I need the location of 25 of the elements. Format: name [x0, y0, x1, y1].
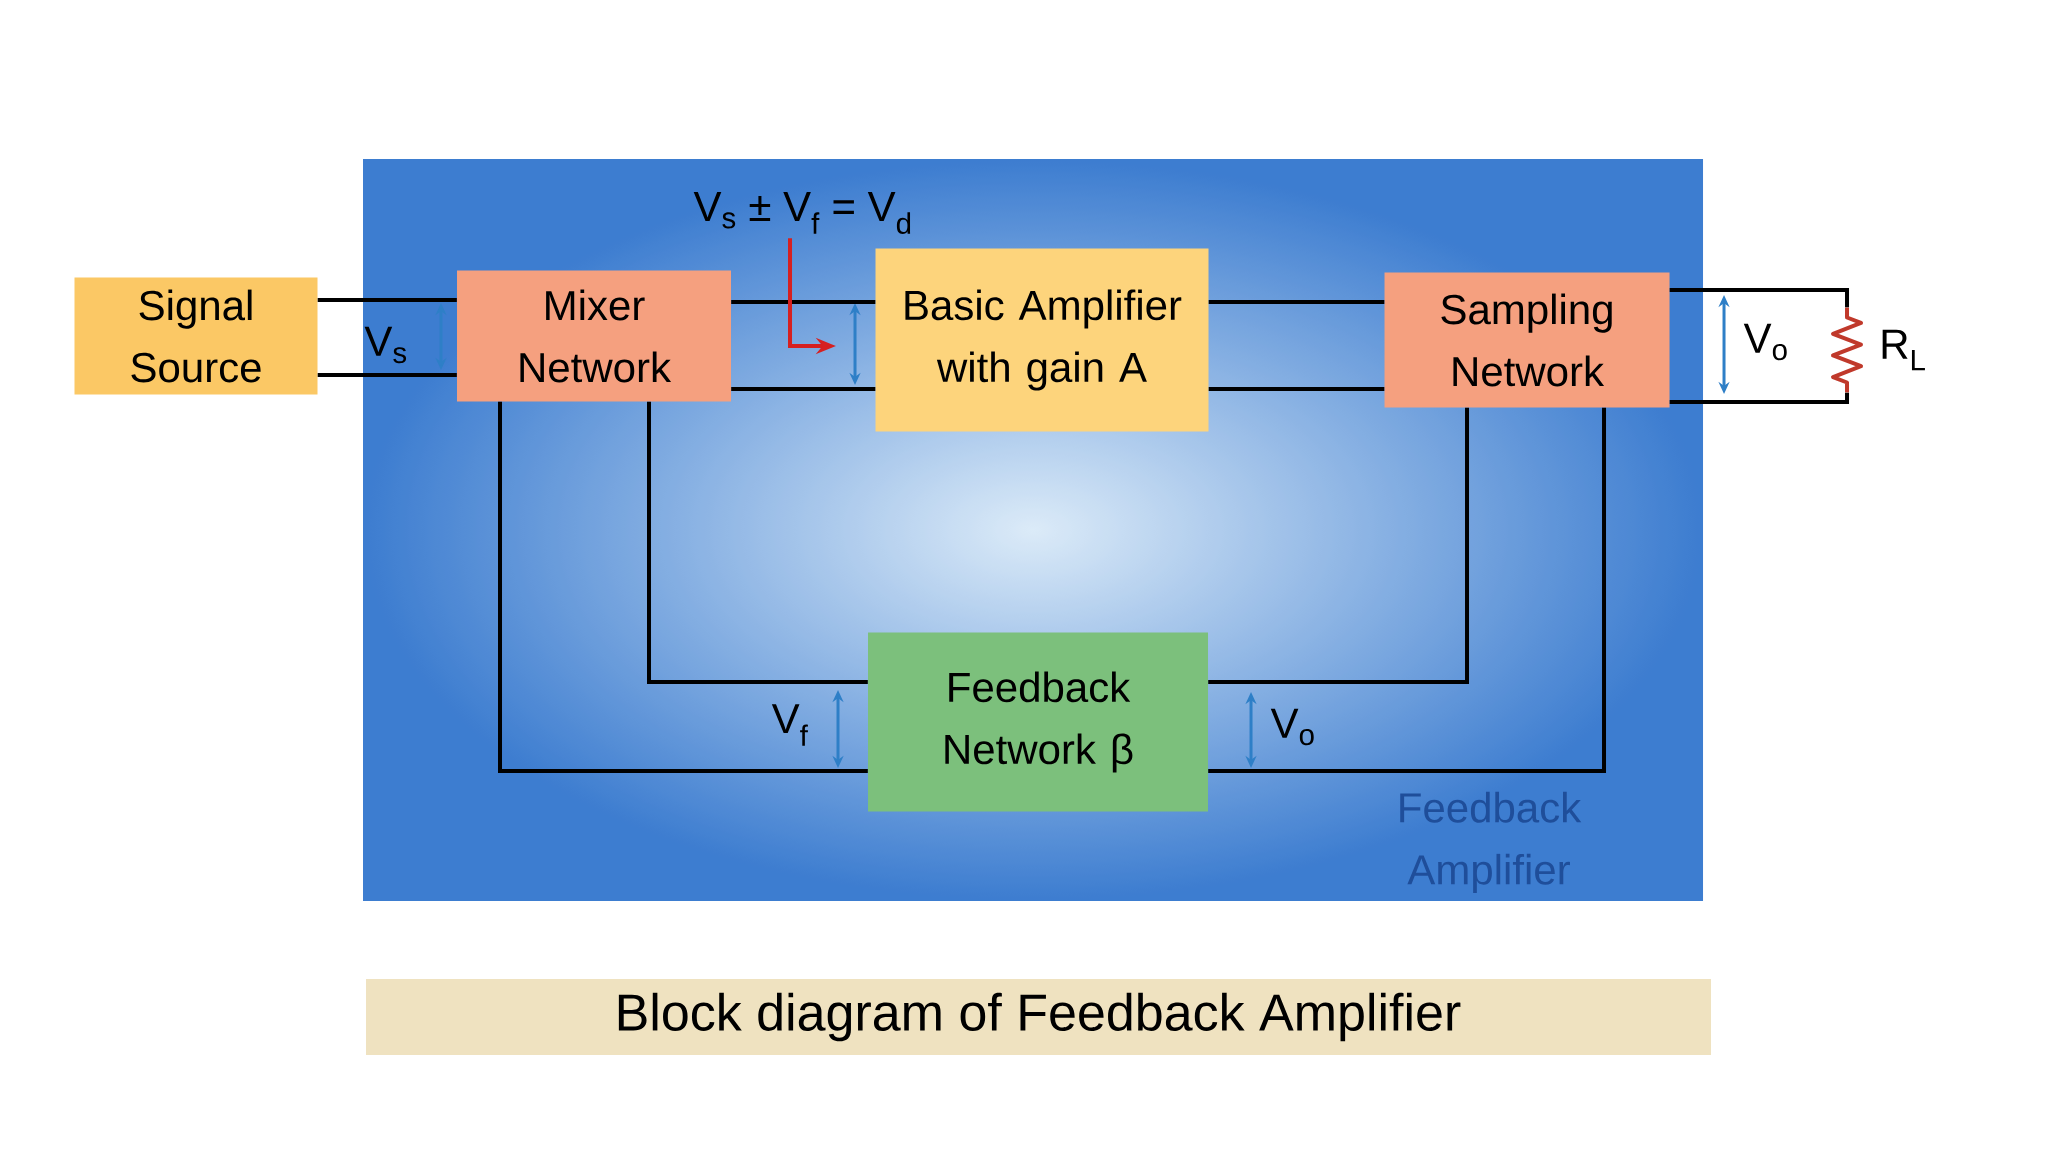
wire: [317, 298, 457, 302]
block: Sampling Network: [1384, 272, 1670, 408]
caption-band: Block diagram of Feedback Amplifier: [366, 979, 1711, 1055]
wire: [1208, 407, 1469, 684]
wire: [731, 300, 876, 304]
resistor-label: R$_{L}$: [1882, 329, 1925, 371]
voltage-label: V$_{s}$: [364, 326, 407, 364]
wire: [1208, 407, 1606, 773]
wire: [731, 387, 876, 391]
wire: [1208, 300, 1385, 304]
wire: [498, 401, 868, 773]
wire: [1669, 288, 1849, 308]
voltage-label: V$_{f}$: [771, 704, 808, 746]
equation: V$_{s}$ ± V$_{f}$ = V$_{d}$: [693, 192, 911, 234]
block: Feedback Network β: [868, 632, 1208, 812]
wire: [1208, 387, 1385, 391]
voltage-label: V$_{o}$: [1743, 323, 1787, 361]
block: Basic Amplifier with gain A: [875, 248, 1209, 432]
voltage-label: V$_{o}$: [1270, 708, 1314, 746]
block: Signal Source: [74, 277, 318, 395]
wire: [1669, 392, 1849, 404]
block: Mixer Network: [457, 270, 731, 402]
wire: [317, 373, 457, 377]
resistor-symbol: [1831, 307, 1863, 393]
wire: [647, 401, 868, 684]
